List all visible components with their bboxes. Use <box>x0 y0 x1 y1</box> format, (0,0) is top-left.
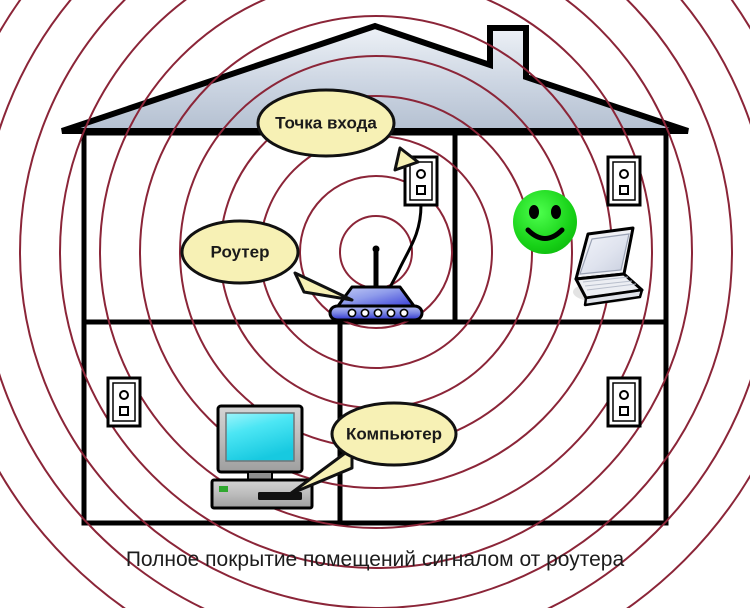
laptop-screen <box>579 233 630 275</box>
roof <box>61 22 689 134</box>
callout-computer[interactable]: Компьютер <box>288 401 458 496</box>
outlet-inner-plate <box>409 161 433 201</box>
outlet-round-port-icon <box>416 169 426 179</box>
signal-ring <box>299 175 453 329</box>
smiley-head <box>513 190 577 254</box>
laptop-keys <box>582 276 637 291</box>
callout-tail <box>393 146 420 172</box>
desktop-computer[interactable] <box>210 404 314 510</box>
wall-outlet-lower-left[interactable] <box>106 376 142 428</box>
outlet-square-port-icon <box>416 185 426 195</box>
smiley-eye-left <box>529 205 539 219</box>
router-led <box>347 308 357 318</box>
router-led <box>399 308 409 318</box>
outlet-square-port-icon <box>119 406 129 416</box>
outlet-inner-plate <box>112 382 136 422</box>
router-antenna-tip <box>372 245 380 253</box>
outlet-square-port-icon <box>619 406 629 416</box>
outlet-round-port-icon <box>119 390 129 400</box>
router-led <box>360 308 370 318</box>
router-top-face <box>336 285 416 308</box>
outlet-round-port-icon <box>619 169 629 179</box>
laptop-base-front <box>583 288 644 307</box>
router-led <box>373 308 383 318</box>
signal-ring <box>19 0 733 608</box>
callout-access-point[interactable]: Точка входа <box>256 88 420 172</box>
outlet-inner-plate <box>612 161 636 201</box>
signal-ring <box>99 0 653 529</box>
router-led-indicators <box>347 308 409 318</box>
callout-tail <box>293 271 354 302</box>
smiley-face-icon <box>513 190 577 254</box>
monitor-screen <box>225 412 295 462</box>
smiley-mouth <box>525 227 565 241</box>
callout-router[interactable]: Роутер <box>180 219 354 302</box>
wall-outlet-lower-right[interactable] <box>606 376 642 428</box>
callout-bubble <box>256 88 396 158</box>
power-led-icon <box>219 486 228 492</box>
callout-label-router: Роутер <box>211 242 270 261</box>
outlet-square-port-icon <box>619 185 629 195</box>
diagram-caption: Полное покрытие помещений сигналом от ро… <box>126 548 625 571</box>
smiley-eye-right <box>551 205 561 219</box>
callout-label-computer: Компьютер <box>346 424 442 443</box>
callout-bubble <box>180 219 300 285</box>
outlet-round-port-icon <box>619 390 629 400</box>
signal-ring <box>59 0 693 569</box>
callout-bubble <box>330 401 458 467</box>
outlet-inner-plate <box>612 382 636 422</box>
router-led <box>386 308 396 318</box>
laptop-device[interactable] <box>573 226 644 307</box>
wall-outlet-upper-right[interactable] <box>606 155 642 207</box>
callout-label-access-point: Точка входа <box>275 113 377 132</box>
roof-shape <box>61 22 689 134</box>
